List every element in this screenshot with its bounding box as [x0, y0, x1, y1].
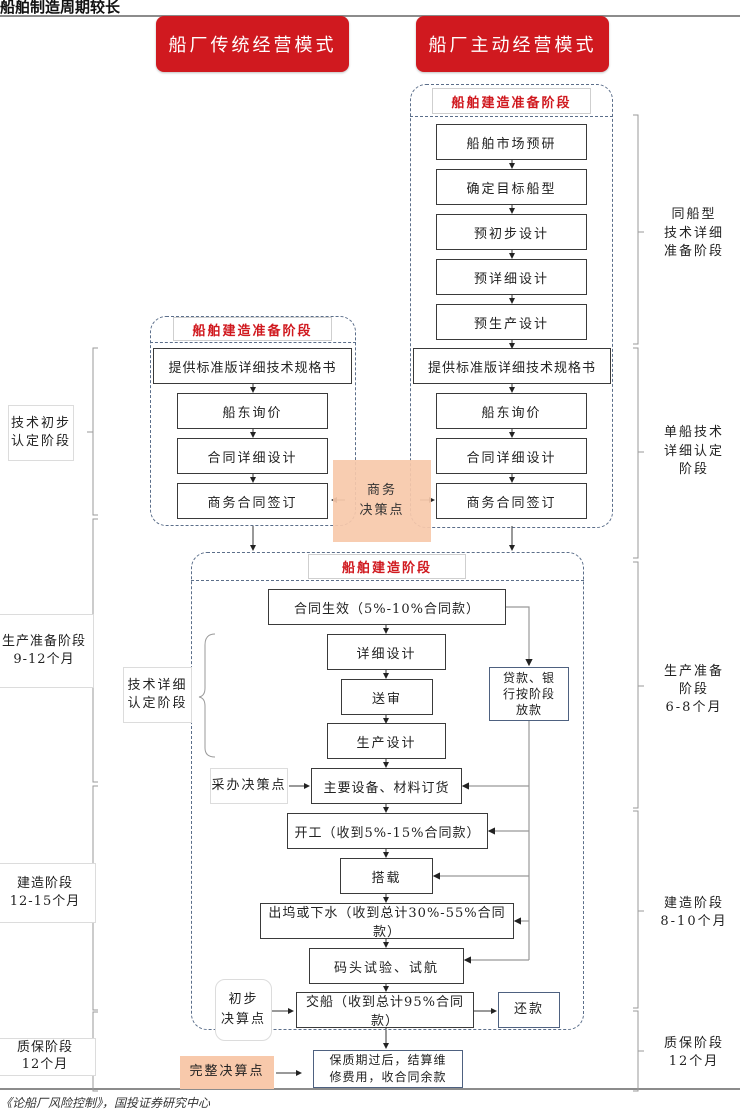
step-pre-detail-design: 预详细设计 [436, 259, 587, 295]
bottom-rule [0, 1088, 740, 1090]
active-step-contract-design: 合同详细设计 [436, 438, 587, 474]
figure-title: 船舶制造周期较长 [0, 0, 121, 16]
preliminary-settlement-point: 初步 决算点 [215, 979, 272, 1041]
group-divider [191, 580, 584, 581]
step-pre-preliminary-design: 预初步设计 [436, 214, 587, 250]
step-erection: 搭载 [340, 858, 433, 894]
step-review: 送审 [341, 679, 433, 715]
step-pre-production-design: 预生产设计 [436, 304, 587, 340]
step-contract-effective: 合同生效（5%-10%合同款） [268, 589, 506, 625]
step-procurement: 主要设备、材料订货 [311, 768, 462, 804]
business-decision-point: 商务 决策点 [333, 460, 431, 542]
left-phase-construction: 建造阶段 12-15个月 [0, 863, 96, 923]
step-start-work: 开工（收到5%-15%合同款） [287, 813, 488, 849]
construction-stage-label: 船舶建造阶段 [308, 554, 466, 579]
traditional-step-spec: 提供标准版详细技术规格书 [153, 348, 352, 384]
loan-disbursement-box: 贷款、银 行按阶段 放款 [489, 667, 569, 721]
right-phase-production-prep: 生产准备 阶段 6-8个月 [663, 663, 724, 716]
left-phase-tech-preliminary: 技术初步 认定阶段 [8, 405, 74, 461]
traditional-prep-group [150, 316, 356, 526]
top-rule [0, 15, 740, 17]
tech-detail-phase-label: 技术详细 认定阶段 [123, 667, 192, 723]
group-divider [150, 342, 356, 343]
right-phase-warranty: 质保阶段 12个月 [663, 1035, 724, 1069]
warranty-settlement-box: 保质期过后，结算维 修费用，收合同余款 [313, 1050, 463, 1088]
right-phase-same-type-prep: 同船型 技术详细 准备阶段 [663, 206, 724, 260]
right-phase-construction: 建造阶段 8-10个月 [660, 895, 728, 929]
active-prep-group [410, 84, 613, 528]
traditional-mode-header: 船厂传统经营模式 [156, 16, 349, 72]
step-detail-design: 详细设计 [327, 634, 446, 670]
step-target-ship-type: 确定目标船型 [436, 169, 587, 205]
procurement-decision-point: 采办决策点 [210, 768, 288, 804]
traditional-step-inquiry: 船东询价 [177, 393, 328, 429]
step-delivery: 交船（收到总计95%合同款） [296, 992, 474, 1029]
step-repay: 还款 [498, 992, 560, 1028]
active-step-spec: 提供标准版详细技术规格书 [413, 348, 611, 384]
traditional-step-contract-sign: 商务合同签订 [177, 483, 328, 519]
traditional-step-contract-design: 合同详细设计 [177, 438, 328, 474]
left-phase-production-prep: 生产准备阶段 9-12个月 [0, 614, 94, 688]
step-market-research: 船舶市场预研 [436, 124, 587, 160]
step-trials: 码头试验、试航 [309, 948, 464, 984]
final-settlement-point: 完整决算点 [180, 1056, 274, 1089]
construction-group [191, 552, 584, 1030]
active-step-inquiry: 船东询价 [436, 393, 587, 429]
active-prep-stage-label: 船舶建造准备阶段 [432, 88, 591, 114]
step-launch: 出坞或下水（收到总计30%-55%合同款） [260, 903, 514, 940]
active-mode-header: 船厂主动经营模式 [416, 16, 609, 72]
right-phase-single-ship-tech: 单船技术 详细认定 阶段 [663, 424, 724, 478]
left-phase-warranty: 质保阶段 12个月 [0, 1038, 96, 1076]
active-step-contract-sign: 商务合同签订 [436, 483, 587, 519]
group-divider [410, 116, 613, 117]
traditional-prep-stage-label: 船舶建造准备阶段 [173, 317, 332, 341]
step-production-design: 生产设计 [327, 723, 446, 759]
